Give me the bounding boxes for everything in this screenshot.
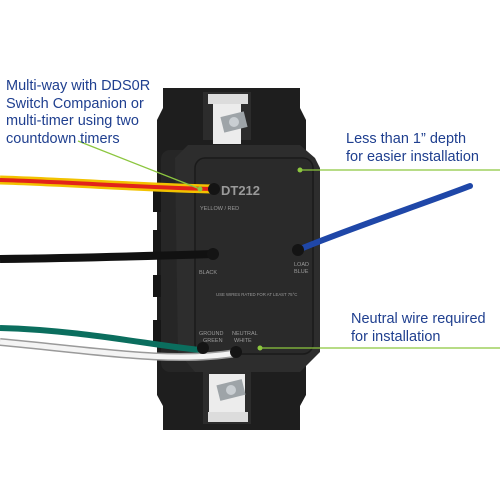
terminal-label-neutral: NEUTRAL: [232, 331, 258, 337]
device-model-label: DT212: [221, 183, 260, 198]
terminal-label-ground-color: GREEN: [203, 338, 223, 344]
blue-load-wire: [295, 183, 473, 253]
bottom-mounting-screw: [208, 374, 248, 422]
terminal-ports: [197, 183, 304, 358]
terminal-label-black: BLACK: [199, 270, 217, 276]
leader-line-multiway: [77, 140, 201, 190]
callout-multiway-text: Multi-way with DDS0R Switch Companion or…: [6, 78, 151, 147]
terminal-label-ground: GROUND: [199, 331, 223, 337]
device-housing: [161, 145, 320, 372]
terminal-label-yellow-red: YELLOW / RED: [200, 206, 239, 212]
housing-side-tabs: [153, 190, 163, 342]
terminal-label-neutral-color: WHITE: [234, 338, 252, 344]
black-wire: [0, 250, 214, 263]
green-ground-wire: [0, 325, 201, 353]
terminal-label-load-color: BLUE: [294, 269, 309, 275]
top-mounting-screw: [208, 94, 248, 144]
terminal-label-load: LOAD: [294, 262, 309, 268]
callout-leader-lines: [77, 140, 500, 351]
white-neutral-wire-fill: [0, 339, 237, 360]
yellow-red-wire-stripe: [0, 178, 216, 191]
callout-neutral-wire-text: Neutral wire required for installation: [351, 311, 486, 345]
wire-rating-note: USE WIRES RATED FOR AT LEAST 75°C: [216, 292, 297, 297]
callout-depth-text: Less than 1” depth for easier installati…: [346, 131, 479, 165]
